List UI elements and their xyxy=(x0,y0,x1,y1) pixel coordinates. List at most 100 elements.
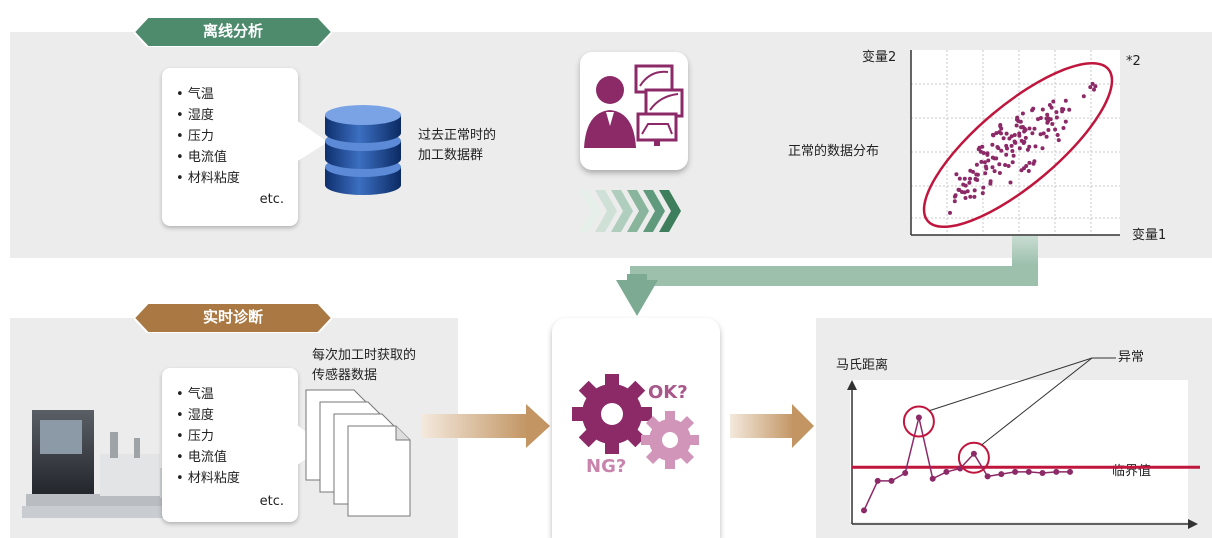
list-item: 材料粘度 xyxy=(176,168,240,189)
scatter-point xyxy=(957,176,962,181)
scatter-x-label: 变量1 xyxy=(1132,228,1167,243)
scatter-point xyxy=(952,194,957,199)
scatter-point xyxy=(986,158,991,163)
scatter-point xyxy=(1044,134,1049,139)
scatter-point xyxy=(1036,117,1040,122)
chevron-arrows-icon xyxy=(579,190,681,232)
anomaly-circle xyxy=(957,441,990,474)
scatter-point xyxy=(1055,133,1060,137)
scatter-point xyxy=(1003,163,1008,167)
database-caption-line1: 过去正常时的 xyxy=(418,128,497,143)
scatter-point xyxy=(990,165,995,170)
scatter-point xyxy=(968,176,972,181)
series-point xyxy=(984,473,991,480)
scatter-point xyxy=(1063,119,1068,124)
list-item: 气温 xyxy=(176,384,240,405)
scatter-point xyxy=(1031,106,1036,111)
list-item: 气温 xyxy=(176,84,240,105)
scatter-point xyxy=(1032,159,1037,164)
scatter-points xyxy=(948,81,1098,215)
scatter-point xyxy=(1027,126,1032,131)
scatter-point xyxy=(963,196,968,200)
scatter-point xyxy=(965,189,970,194)
scatter-point xyxy=(992,169,997,174)
realtime-banner-label: 实时诊断 xyxy=(202,308,263,326)
scatter-point xyxy=(1017,146,1022,151)
scatter-point xyxy=(1010,149,1015,153)
realtime-etc: etc. xyxy=(259,494,284,509)
list-item: 湿度 xyxy=(176,405,240,426)
scatter-point xyxy=(1009,143,1014,148)
scatter-point xyxy=(1010,160,1015,165)
scatter-point xyxy=(962,176,967,181)
scatter-point xyxy=(983,164,988,169)
scatter-point xyxy=(1015,117,1019,122)
series-point xyxy=(929,475,936,482)
scatter-point xyxy=(1049,105,1054,110)
scatter-point xyxy=(983,171,988,176)
series-point xyxy=(915,414,922,421)
scatter-point xyxy=(1063,98,1068,103)
scatter-point xyxy=(1008,180,1013,185)
scatter-point xyxy=(1022,139,1027,144)
list-item: 湿度 xyxy=(176,105,240,126)
scatter-point xyxy=(1009,134,1014,139)
scatter-point xyxy=(1019,125,1024,130)
scatter-point xyxy=(1001,136,1006,141)
series-point xyxy=(874,477,881,484)
scatter-y-label: 变量2 xyxy=(862,50,897,65)
scatter-point xyxy=(1090,81,1095,86)
arrow-to-diagnosis xyxy=(422,404,550,448)
scatter-point xyxy=(972,188,977,193)
scatter-point xyxy=(968,194,973,199)
scatter-point xyxy=(982,160,987,165)
realtime-params-list: 气温 湿度 压力 电流值 材料粘度 xyxy=(176,384,240,489)
scatter-point xyxy=(1033,144,1038,149)
scatter-point xyxy=(948,210,952,215)
series-point xyxy=(998,471,1005,478)
chart-y-label: 马氏距离 xyxy=(836,358,889,373)
series-point xyxy=(902,470,909,476)
documents-caption: 每次加工时获取的 传感器数据 xyxy=(312,346,416,386)
series-point xyxy=(1067,468,1073,475)
offline-banner: 离线分析 xyxy=(134,17,332,47)
documents-stack-icon xyxy=(305,389,411,517)
scatter-point xyxy=(1004,152,1009,157)
scatter-point xyxy=(974,162,979,167)
scatter-point xyxy=(998,124,1003,129)
scatter-point xyxy=(1053,127,1058,132)
series-point xyxy=(1039,470,1046,476)
scatter-point xyxy=(1023,135,1028,140)
scatter-point xyxy=(1048,117,1053,122)
scatter-point xyxy=(1041,131,1046,136)
list-item: 电流值 xyxy=(176,147,240,168)
scatter-point xyxy=(1045,120,1050,125)
realtime-banner: 实时诊断 xyxy=(134,303,332,333)
database-icon xyxy=(325,105,401,195)
scatter-point xyxy=(1093,84,1098,89)
scatter-point xyxy=(967,180,972,185)
scatter-point xyxy=(1017,131,1022,136)
mahalanobis-chart xyxy=(847,357,1200,529)
scatter-plot xyxy=(910,50,1120,236)
anomaly-callout-line xyxy=(981,357,1093,446)
anomaly-circle xyxy=(902,405,935,438)
scatter-point xyxy=(990,142,995,147)
scatter-point xyxy=(960,190,964,194)
realtime-params-card: 气温 湿度 压力 电流值 材料粘度 etc. xyxy=(162,368,298,522)
scatter-point xyxy=(997,171,1002,175)
series-point xyxy=(861,507,867,514)
scatter-point xyxy=(1020,111,1025,116)
database-caption: 过去正常时的 加工数据群 xyxy=(418,126,496,166)
scatter-point xyxy=(1040,146,1045,151)
scatter-point xyxy=(981,185,986,190)
scatter-region-label: 正常的数据分布 xyxy=(788,144,880,159)
list-item: 压力 xyxy=(176,126,240,147)
list-item: 材料粘度 xyxy=(176,468,240,489)
scatter-point xyxy=(1054,115,1059,120)
scatter-point xyxy=(996,146,1001,151)
scatter-point xyxy=(974,172,979,177)
scatter-point xyxy=(999,131,1003,136)
scatter-point xyxy=(1088,85,1093,90)
scatter-point xyxy=(980,191,985,196)
